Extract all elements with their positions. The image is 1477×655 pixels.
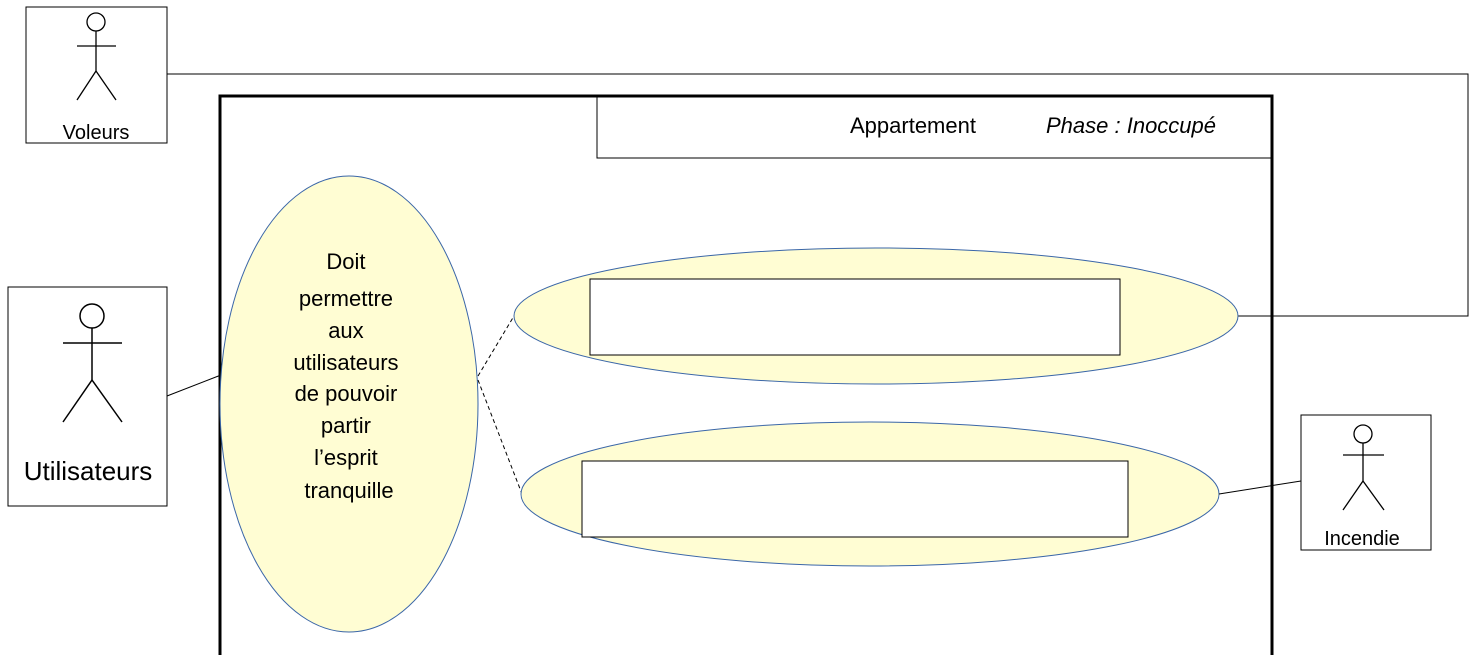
system-phase: Phase : Inoccupé [1046, 113, 1216, 138]
main-use-case-line: tranquille [304, 478, 393, 503]
main-use-case-line: permettre [299, 286, 393, 311]
stick-figure-icon [1342, 424, 1385, 511]
main-use-case-line: l’esprit [314, 445, 378, 470]
main-use-case-line: partir [321, 413, 371, 438]
system-title: Appartement [850, 113, 976, 138]
connector-utilisateurs [166, 374, 222, 397]
stick-figure-icon [62, 303, 123, 423]
system-header-box [596, 96, 1272, 159]
actor-utilisateurs-label: Utilisateurs [24, 456, 153, 486]
actor-incendie-label: Incendie [1324, 528, 1400, 550]
connector-incendie [1218, 480, 1302, 495]
include-connector-bottom [477, 379, 523, 495]
main-use-case-line: utilisateurs [293, 350, 398, 375]
include-connector-top [477, 315, 515, 377]
sub-use-case-bottom-textbox [581, 460, 1129, 538]
main-use-case-text: Doit permettre aux utilisateurs de pouvo… [293, 249, 404, 503]
system-boundary [218, 94, 1274, 655]
main-use-case-line: Doit [326, 249, 365, 274]
stick-figure-icon [76, 12, 117, 101]
connector-voleurs [167, 73, 1469, 317]
actor-voleurs-label: Voleurs [63, 122, 130, 144]
sub-use-case-top-textbox [589, 278, 1121, 356]
actor-incendie: Incendie [1300, 414, 1432, 551]
main-use-case-line: de pouvoir [295, 381, 398, 406]
actor-utilisateurs: Utilisateurs [7, 286, 168, 507]
actor-voleurs: Voleurs [25, 6, 168, 144]
main-use-case: Doit permettre aux utilisateurs de pouvo… [219, 175, 479, 633]
main-use-case-line: aux [328, 318, 363, 343]
sub-use-case-bottom [520, 421, 1220, 567]
sub-use-case-top [513, 247, 1239, 385]
